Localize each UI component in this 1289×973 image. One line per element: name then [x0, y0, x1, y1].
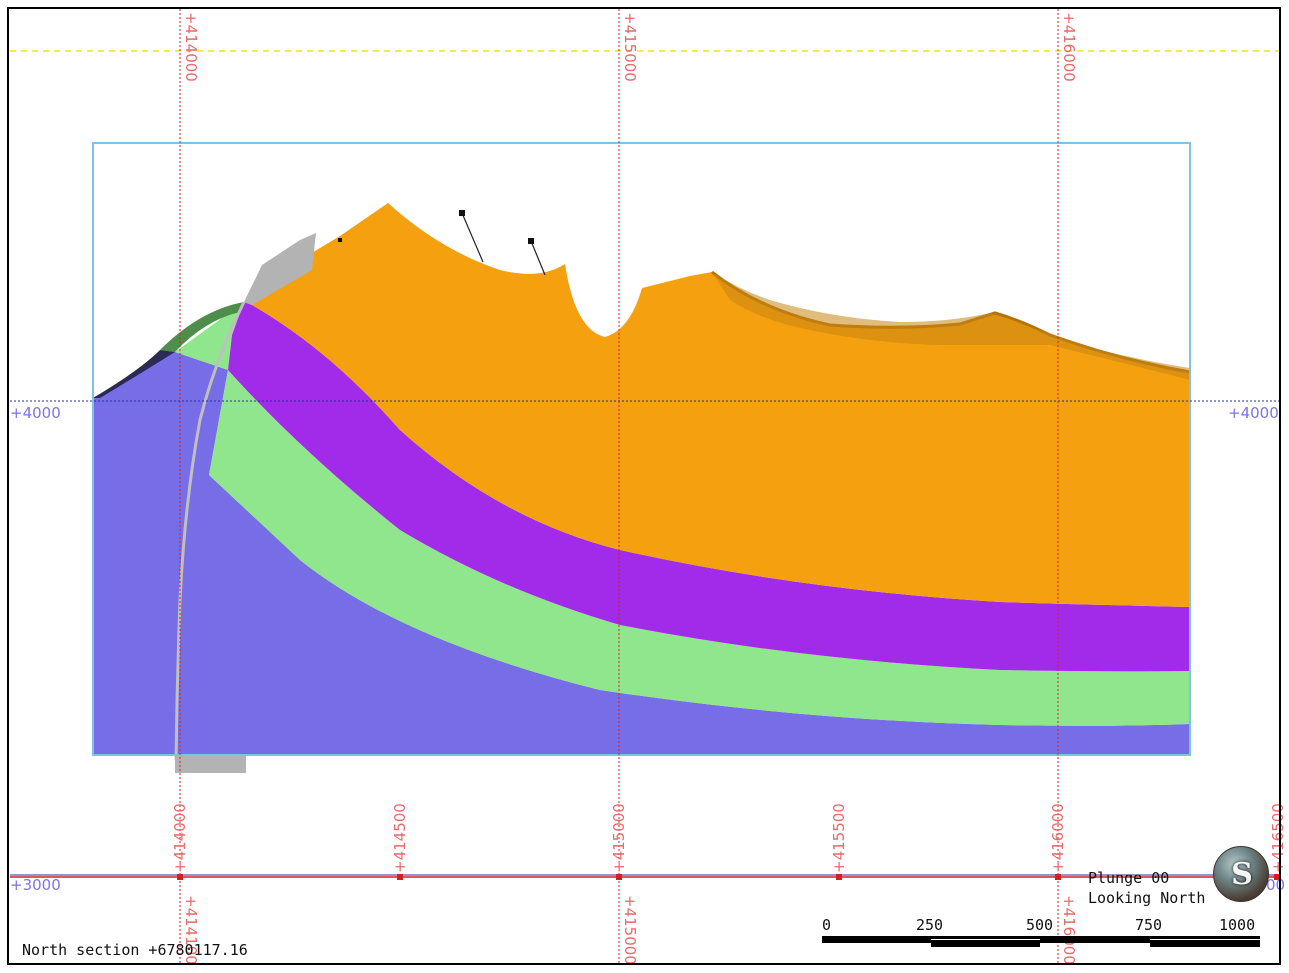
scale-tick-label: 750 — [1135, 916, 1163, 934]
topo-rim-back — [712, 272, 1190, 380]
looking-direction-label: Looking North — [1088, 889, 1206, 907]
bottom-edge-easting-label: +416000 — [1060, 895, 1078, 965]
bottom-easting-label: +416000 — [1049, 803, 1067, 873]
baseline-tick-markers — [177, 874, 1280, 880]
bottom-edge-easting-label: +414100 — [182, 895, 200, 965]
bottom-easting-label: +415500 — [830, 803, 848, 873]
scale-tick-label: 250 — [916, 916, 944, 934]
elevation-label-left-4000: +4000 — [10, 404, 61, 422]
blue-layer — [93, 352, 1190, 755]
bottom-easting-label: +415000 — [610, 803, 628, 873]
orange-layer — [252, 203, 1190, 607]
bottom-easting-label: +414000 — [171, 803, 189, 873]
purple-layer — [228, 302, 1190, 672]
scale-bar — [822, 936, 1260, 947]
elevation-label-right-4000: +4000 — [1228, 404, 1279, 422]
green-surface-cap — [160, 302, 244, 352]
scale-tick-label: 1000 — [1219, 916, 1256, 934]
bottom-edge-easting-label: +415000 — [621, 895, 639, 965]
plunge-label: Plunge 00 — [1088, 869, 1170, 887]
fault-trace — [174, 301, 246, 761]
elevation-label-left-3000: +3000 — [10, 876, 61, 894]
dark-surface-edge — [93, 350, 175, 398]
drillhole-1[interactable] — [459, 210, 484, 263]
compass-letter: S — [1231, 857, 1253, 892]
top-easting-label: +415000 — [621, 12, 639, 82]
compass-icon[interactable]: S — [1213, 846, 1269, 902]
fault-surface-top — [244, 233, 316, 305]
top-easting-label: +414000 — [182, 12, 200, 82]
fault-surface-bottom — [175, 755, 246, 773]
top-easting-label: +416000 — [1060, 12, 1078, 82]
drillhole-2[interactable] — [528, 238, 546, 276]
scale-tick-label: 500 — [1026, 916, 1054, 934]
bottom-easting-label: +414500 — [391, 803, 409, 873]
green-layer — [175, 302, 1190, 726]
drillhole-3[interactable] — [338, 238, 342, 242]
bottom-easting-label: +416500 — [1269, 803, 1287, 873]
section-label: North section +6780117.16 — [22, 941, 248, 959]
model-bounding-box — [92, 142, 1191, 756]
scale-tick-label: 0 — [822, 916, 832, 934]
